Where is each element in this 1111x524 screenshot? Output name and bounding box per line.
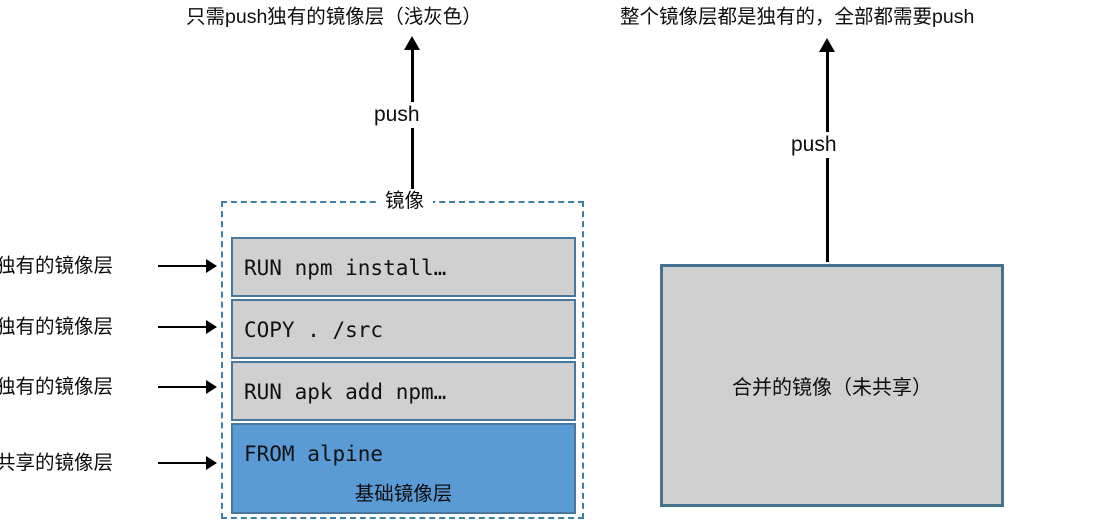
- annotation-arrow-line: [158, 326, 208, 328]
- caption-right-push-all-layers: 整个镜像层都是独有的，全部都需要push: [620, 6, 975, 28]
- merged-image-label: 合并的镜像（未共享）: [732, 377, 932, 399]
- annotation-arrowhead-icon: [206, 320, 217, 334]
- annotation-arrowhead-icon: [206, 456, 217, 470]
- base-layer-sublabel: 基础镜像层: [354, 483, 453, 505]
- layer-row: RUN npm install…: [231, 237, 576, 297]
- push-arrow-right-arrowhead-icon: [819, 38, 835, 52]
- push-label-right: push: [787, 132, 841, 158]
- merged-image-box: 合并的镜像（未共享）: [660, 264, 1004, 507]
- annotation-label: 独有的镜像层: [0, 316, 114, 338]
- layer-row: COPY . /src: [231, 299, 576, 359]
- layer-stack: RUN npm install… COPY . /src RUN apk add…: [231, 237, 576, 514]
- push-label-left: push: [370, 102, 424, 128]
- annotation-arrowhead-icon: [206, 380, 217, 394]
- layer-command-text: COPY . /src: [244, 318, 384, 342]
- annotation-arrowhead-icon: [206, 259, 217, 273]
- layer-row: RUN apk add npm…: [231, 361, 576, 421]
- annotation-arrow-line: [158, 462, 208, 464]
- annotation-label: 共享的镜像层: [0, 452, 114, 474]
- annotation-label: 独有的镜像层: [0, 255, 114, 277]
- annotation-arrow-line: [158, 265, 208, 267]
- layer-row-base: FROM alpine 基础镜像层: [231, 423, 576, 514]
- caption-left-push-unique-layers: 只需push独有的镜像层（浅灰色）: [186, 6, 482, 28]
- annotation-arrow-line: [158, 386, 208, 388]
- layer-command-text: RUN npm install…: [244, 256, 447, 280]
- push-arrow-left-arrowhead-icon: [404, 36, 420, 50]
- layer-command-text: RUN apk add npm…: [244, 380, 447, 404]
- image-container-label: 镜像: [376, 189, 434, 214]
- layer-command-text: FROM alpine: [244, 442, 384, 466]
- annotation-label: 独有的镜像层: [0, 376, 114, 398]
